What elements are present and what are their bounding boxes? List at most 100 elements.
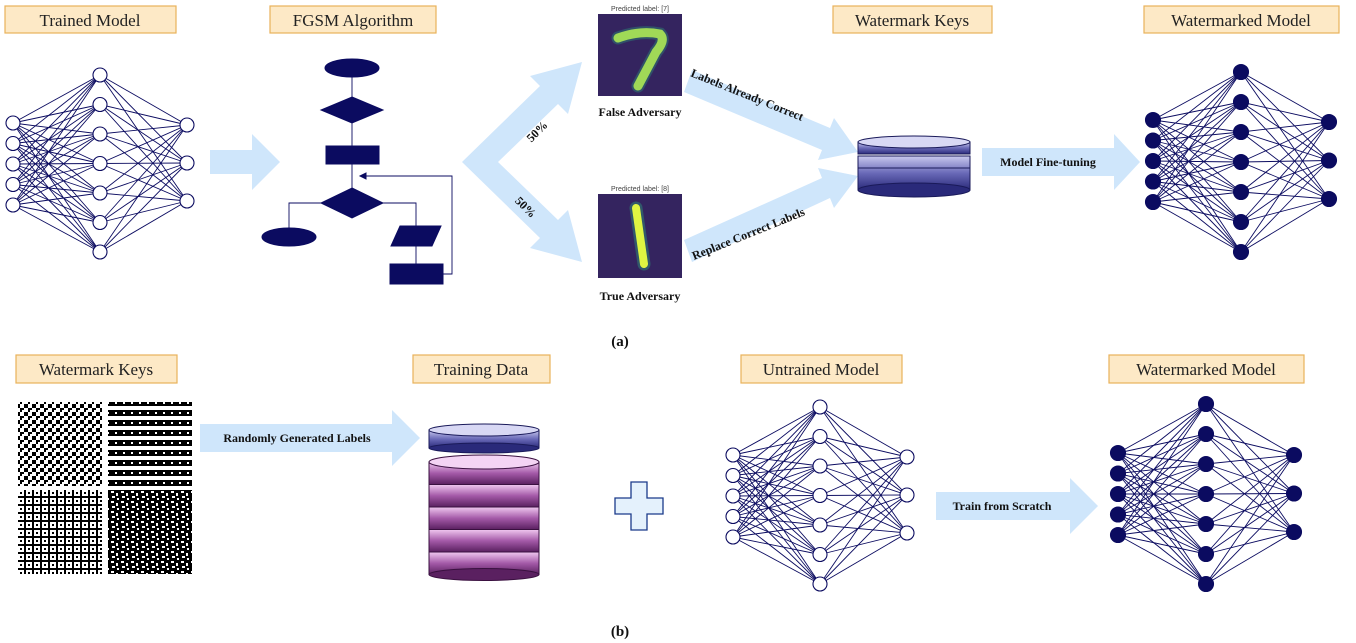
network-edge <box>1205 454 1295 585</box>
label-model-finetuning: Model Fine-tuning <box>1000 155 1096 169</box>
network-edge <box>12 133 101 185</box>
network-edge <box>732 524 821 538</box>
network-node <box>92 185 108 201</box>
network-edge <box>1205 403 1295 533</box>
network-node <box>812 399 828 415</box>
network-node <box>1197 485 1215 503</box>
network-edge <box>12 104 101 144</box>
network-edge <box>819 532 908 585</box>
network-edge <box>1117 403 1207 495</box>
plus-icon <box>614 481 664 531</box>
network-edge <box>99 74 188 126</box>
network-edge <box>1240 160 1330 163</box>
network-node <box>1197 425 1215 443</box>
network-node <box>725 529 741 545</box>
header-watermarked-model-b: Watermarked Model <box>1108 354 1305 384</box>
network-edge <box>1152 131 1242 162</box>
network-edge <box>12 204 101 253</box>
network-edge <box>12 74 101 185</box>
network-edge <box>99 124 188 253</box>
network-edge <box>732 516 821 555</box>
network-edge <box>732 516 821 526</box>
network-edge <box>12 163 101 223</box>
network-node <box>179 155 195 171</box>
network-edge <box>1205 523 1295 533</box>
false-adversary-image: Predicted label: [7] False Adversary <box>598 6 682 119</box>
watermarked-model-network-a <box>1144 63 1338 261</box>
network-node <box>899 525 915 541</box>
network-edge <box>1152 71 1242 162</box>
network-node <box>1232 63 1250 81</box>
network-edge <box>732 406 821 538</box>
network-edge <box>819 524 908 534</box>
network-edge <box>1152 201 1242 253</box>
network-edge <box>1240 198 1330 223</box>
network-edge <box>12 122 101 253</box>
network-edge <box>99 124 188 223</box>
network-edge <box>1240 161 1330 200</box>
network-edge <box>1117 463 1207 515</box>
network-edge <box>1117 452 1207 555</box>
network-edge <box>1205 493 1295 525</box>
network-edge <box>1240 71 1330 161</box>
network-node <box>1144 152 1162 170</box>
network-edge <box>1152 140 1242 193</box>
network-edge <box>12 133 101 144</box>
network-edge <box>1205 433 1295 533</box>
network-edge <box>99 74 188 202</box>
network-edge <box>1117 452 1207 465</box>
network-edge <box>1117 493 1207 525</box>
network-edge <box>99 124 188 194</box>
network-node <box>1232 123 1250 141</box>
network-edge <box>1152 160 1242 163</box>
training-data-base <box>428 568 540 581</box>
svg-text:Predicted label: [7]: Predicted label: [7] <box>611 6 669 13</box>
network-edge <box>1152 131 1242 203</box>
network-node <box>179 117 195 133</box>
network-edge <box>99 162 188 164</box>
network-edge <box>1117 523 1207 536</box>
network-edge <box>1205 493 1295 585</box>
network-node <box>1144 111 1162 129</box>
network-edge <box>732 536 821 585</box>
network-edge <box>1117 433 1207 495</box>
network-edge <box>12 122 101 223</box>
network-node <box>1197 515 1215 533</box>
network-edge <box>1152 101 1242 162</box>
network-edge <box>12 133 101 165</box>
watermarked-model-network-b <box>1109 395 1303 593</box>
network-edge <box>99 124 188 164</box>
network-node <box>179 193 195 209</box>
network-edge <box>1240 160 1330 193</box>
network-edge <box>12 143 101 164</box>
network-edge <box>732 495 821 517</box>
network-edge <box>1117 493 1207 536</box>
header-watermark-keys-a: Watermark Keys <box>832 5 993 34</box>
split-arrow <box>462 62 582 262</box>
network-edge <box>1117 473 1207 555</box>
network-edge <box>12 163 101 206</box>
network-edge <box>12 184 101 223</box>
network-edge <box>1240 131 1330 161</box>
network-edge <box>99 200 188 253</box>
network-edge <box>1205 493 1295 555</box>
network-edge <box>12 122 101 194</box>
network-edge <box>1152 101 1242 182</box>
network-node <box>1109 444 1127 462</box>
arrow-randomly-generated-labels <box>200 410 420 466</box>
network-edge <box>1152 119 1242 163</box>
network-edge <box>1240 121 1330 253</box>
svg-text:Untrained Model: Untrained Model <box>763 360 880 379</box>
svg-text:Predicted label: [8]: Predicted label: [8] <box>611 186 669 193</box>
network-edge <box>732 465 821 497</box>
network-edge <box>819 465 908 496</box>
network-node <box>725 508 741 525</box>
network-edge <box>1240 101 1330 200</box>
network-edge <box>1205 454 1295 495</box>
training-data-disc <box>428 529 540 553</box>
network-edge <box>1117 403 1207 454</box>
network-edge <box>1117 463 1207 536</box>
network-edge <box>1240 160 1330 223</box>
network-edge <box>1152 71 1242 203</box>
network-node <box>5 176 21 193</box>
